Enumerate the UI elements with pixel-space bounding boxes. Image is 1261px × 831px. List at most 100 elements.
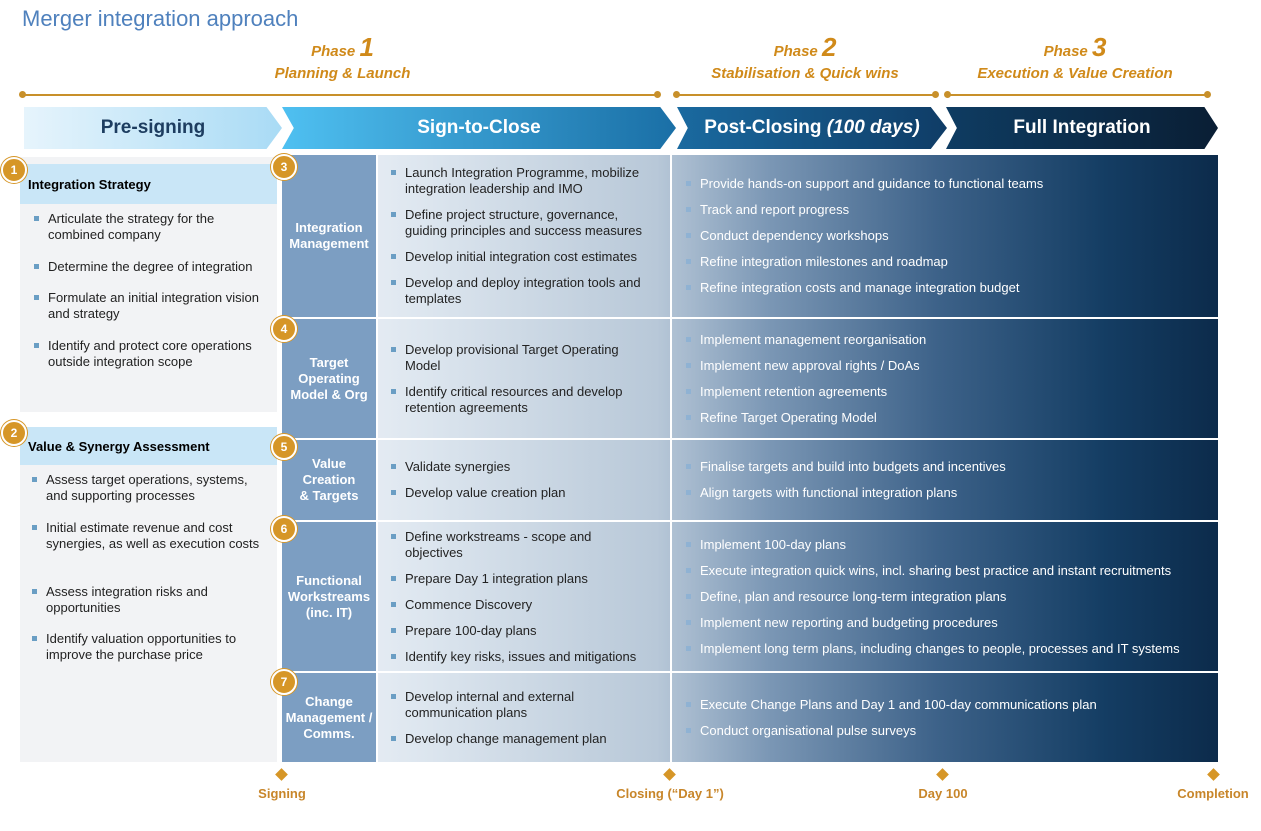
stage-presigning: Pre-signing xyxy=(24,107,282,149)
strategy-list: Articulate the strategy for the combined… xyxy=(32,211,267,370)
stage-days: (100 days) xyxy=(826,117,920,138)
list-item: Execute Change Plans and Day 1 and 100-d… xyxy=(684,697,1209,713)
row-4-sign-to-close-list: Develop provisional Target Operating Mod… xyxy=(389,342,651,416)
row-divider xyxy=(282,317,1218,319)
list-item: Execute integration quick wins, incl. sh… xyxy=(684,563,1212,579)
list-item: Define project structure, governance, gu… xyxy=(389,207,661,239)
list-item: Articulate the strategy for the combined… xyxy=(32,211,267,243)
group-title: Value & Synergy Assessment xyxy=(28,438,210,454)
timeline-dot xyxy=(19,91,26,98)
milestone-completion: Completion xyxy=(1177,786,1249,801)
column-divider xyxy=(670,155,672,762)
list-item: Develop value creation plan xyxy=(389,485,651,501)
stage-label: Sign-to-Close xyxy=(417,117,541,138)
list-item: Identify critical resources and develop … xyxy=(389,384,651,416)
timeline-dot xyxy=(673,91,680,98)
timeline-dot xyxy=(932,91,939,98)
list-item: Initial estimate revenue and cost synerg… xyxy=(30,520,268,568)
list-item: Assess target operations, systems, and s… xyxy=(30,472,268,504)
row-label-target-operating-model: Target Operating Model & Org xyxy=(282,319,376,438)
timeline-dot xyxy=(944,91,951,98)
list-item: Launch Integration Programme, mobilize i… xyxy=(389,165,661,197)
row-label-value-creation: Value Creation & Targets xyxy=(282,440,376,520)
phase-prefix: Phase xyxy=(1043,43,1088,60)
timeline-dot xyxy=(1204,91,1211,98)
stage-sign-to-close: Sign-to-Close xyxy=(282,107,676,149)
phase-number: 2 xyxy=(821,32,837,62)
synergy-panel xyxy=(20,427,277,762)
row-4-post-closing-list: Implement management reorganisation Impl… xyxy=(684,332,1209,426)
list-item: Prepare Day 1 integration plans xyxy=(389,571,651,587)
group-title: Integration Strategy xyxy=(28,176,151,192)
workstream-grid xyxy=(282,155,1218,762)
list-item: Identify and protect core operations out… xyxy=(32,338,267,370)
phase-name: Planning & Launch xyxy=(274,65,411,82)
list-item: Refine integration costs and manage inte… xyxy=(684,280,1209,296)
list-item: Prepare 100-day plans xyxy=(389,623,651,639)
stage-post-closing: Post-Closing (100 days) xyxy=(677,107,947,149)
list-item: Develop initial integration cost estimat… xyxy=(389,249,661,265)
stage-label: Full Integration xyxy=(1013,117,1151,138)
milestone-day-100: Day 100 xyxy=(918,786,968,801)
group-header-value-synergy: Value & Synergy Assessment xyxy=(20,427,277,465)
row-6-post-closing-list: Implement 100-day plans Execute integrat… xyxy=(684,537,1212,657)
row-5-post-closing-list: Finalise targets and build into budgets … xyxy=(684,459,1209,501)
list-item: Develop provisional Target Operating Mod… xyxy=(389,342,651,374)
list-item: Define, plan and resource long-term inte… xyxy=(684,589,1212,605)
list-item: Implement management reorganisation xyxy=(684,332,1209,348)
list-item: Finalise targets and build into budgets … xyxy=(684,459,1209,475)
page-title: Merger integration approach xyxy=(22,6,299,31)
step-badge: 2 xyxy=(1,420,27,446)
phase-2-header: Phase 2 Stabilisation & Quick wins xyxy=(690,34,920,85)
row-label-functional-workstreams: Functional Workstreams (inc. IT) xyxy=(282,522,376,671)
phase-1-line xyxy=(22,94,658,96)
row-divider xyxy=(282,520,1218,522)
phase-prefix: Phase xyxy=(773,43,818,60)
phase-3-line xyxy=(947,94,1208,96)
row-divider xyxy=(282,438,1218,440)
group-header-integration-strategy: Integration Strategy xyxy=(20,164,277,204)
list-item: Assess integration risks and opportuniti… xyxy=(30,584,268,616)
phase-1-header: Phase 1 Planning & Launch xyxy=(230,34,455,85)
list-item: Develop internal and external communicat… xyxy=(389,689,651,721)
row-3-post-closing-list: Provide hands-on support and guidance to… xyxy=(684,176,1209,296)
row-label: Functional Workstreams (inc. IT) xyxy=(287,572,371,620)
list-item: Implement new reporting and budgeting pr… xyxy=(684,615,1212,631)
list-item: Conduct dependency workshops xyxy=(684,228,1209,244)
row-label: Integration Management xyxy=(289,220,369,251)
row-label: Value Creation & Targets xyxy=(299,456,359,503)
step-badge: 1 xyxy=(1,157,27,183)
list-item: Align targets with functional integratio… xyxy=(684,485,1209,501)
phase-2-line xyxy=(676,94,936,96)
stage-label: Pre-signing xyxy=(100,117,206,138)
list-item: Validate synergies xyxy=(389,459,651,475)
synergy-list: Assess target operations, systems, and s… xyxy=(30,472,268,663)
row-5-sign-to-close-list: Validate synergies Develop value creatio… xyxy=(389,459,651,501)
list-item: Determine the degree of integration xyxy=(32,259,267,276)
row-6-sign-to-close-list: Define workstreams - scope and objective… xyxy=(389,529,651,665)
milestone-diamond xyxy=(663,768,676,781)
row-7-sign-to-close-list: Develop internal and external communicat… xyxy=(389,689,651,747)
row-divider xyxy=(282,671,1218,673)
step-badge: 6 xyxy=(271,516,297,542)
phase-number: 3 xyxy=(1091,32,1107,62)
phase-name: Execution & Value Creation xyxy=(977,65,1173,82)
row-label-change-management: Change Management / Comms. xyxy=(282,673,376,762)
list-item: Implement long term plans, including cha… xyxy=(684,641,1212,657)
milestone-closing: Closing (“Day 1”) xyxy=(616,786,724,801)
list-item: Implement 100-day plans xyxy=(684,537,1212,553)
list-item: Formulate an initial integration vision … xyxy=(32,290,267,322)
step-badge: 3 xyxy=(271,154,297,180)
phase-number: 1 xyxy=(359,32,374,62)
phase-name: Stabilisation & Quick wins xyxy=(711,65,899,82)
step-badge: 5 xyxy=(271,434,297,460)
step-badge: 7 xyxy=(271,669,297,695)
list-item: Commence Discovery xyxy=(389,597,651,613)
list-item: Identify key risks, issues and mitigatio… xyxy=(389,649,651,665)
stage-full-integration: Full Integration xyxy=(946,107,1218,149)
milestone-diamond xyxy=(1207,768,1220,781)
list-item: Provide hands-on support and guidance to… xyxy=(684,176,1209,192)
list-item: Develop and deploy integration tools and… xyxy=(389,275,661,307)
stage-label: Post-Closing xyxy=(704,117,822,138)
list-item: Implement retention agreements xyxy=(684,384,1209,400)
